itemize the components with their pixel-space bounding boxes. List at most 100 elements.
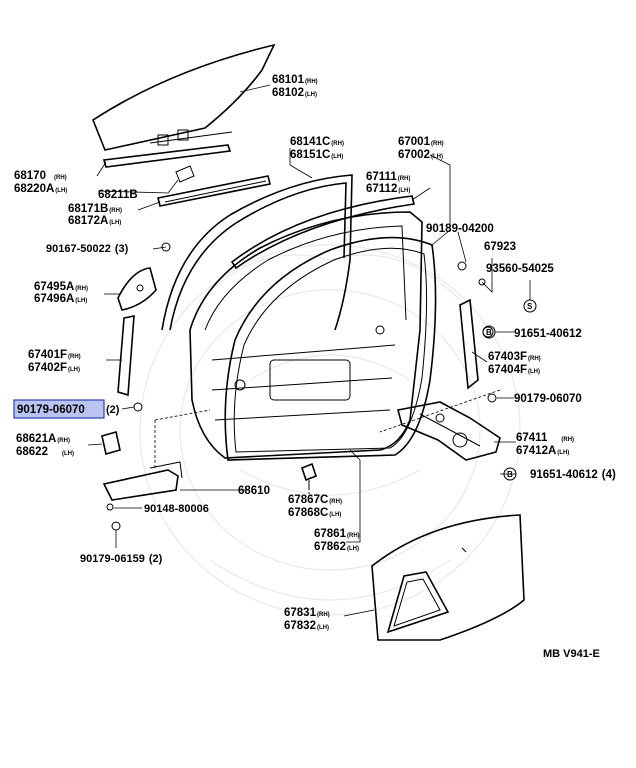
svg-text:67402F(LH): 67402F(LH) <box>28 362 80 374</box>
callout-part: 67923 <box>484 241 516 253</box>
callout-suffix: (LH) <box>55 188 67 194</box>
trim-clip[interactable] <box>301 462 317 490</box>
callout-suffix: (LH) <box>62 451 74 457</box>
callout-suffix: (2) <box>106 404 120 416</box>
callout-suffix: (RH) <box>561 437 574 443</box>
svg-text:67867C(RH): 67867C(RH) <box>288 494 342 506</box>
svg-text:68102(LH): 68102(LH) <box>272 87 317 99</box>
callout-suffix: (LH) <box>68 367 80 373</box>
door-glass[interactable] <box>92 43 276 151</box>
callout-part: 67862 <box>314 541 346 553</box>
svg-text:68101(RH): 68101(RH) <box>272 74 318 86</box>
door-glass-run[interactable] <box>161 174 353 331</box>
svg-text:90167-50022(3): 90167-50022 (3) <box>46 243 129 255</box>
callout-part: 68141C <box>290 136 330 148</box>
lower-glass-channel[interactable] <box>157 175 271 207</box>
callout-part: 67831 <box>284 607 317 619</box>
svg-text:67002(LH): 67002(LH) <box>398 149 443 161</box>
callout-suffix: (RH) <box>317 612 330 618</box>
svg-text:67112(LH): 67112(LH) <box>366 183 410 195</box>
svg-text:90179-06159(2): 90179-06159(2) <box>80 553 163 565</box>
callout-part: 67404F <box>488 364 527 376</box>
callout-suffix: (3) <box>115 243 129 255</box>
callout-part: 67861 <box>314 528 347 540</box>
callout-part: 67495A <box>34 281 74 293</box>
svg-text:B: B <box>507 470 513 479</box>
callout-suffix: (LH) <box>398 188 410 194</box>
callout-suffix: (LH) <box>317 625 329 631</box>
callout-part: 90167-50022 <box>46 243 111 255</box>
svg-text:91651-40612(4): 91651-40612 (4) <box>530 469 616 481</box>
callout-part: 67411 <box>516 432 548 444</box>
door-weatherstrip[interactable] <box>224 236 437 461</box>
svg-text:68170(RH): 68170 (RH) <box>14 170 67 182</box>
rear-lower-frame[interactable] <box>459 298 479 390</box>
callout-suffix: (RH) <box>347 533 360 539</box>
callout-suffix: (LH) <box>431 154 443 160</box>
svg-text:67404F(LH): 67404F(LH) <box>488 364 540 376</box>
callout-part: 68220A <box>14 183 54 195</box>
belt-moulding[interactable] <box>230 195 415 270</box>
svg-text:67831(RH): 67831(RH) <box>284 607 330 619</box>
leader-lines <box>87 84 531 617</box>
highlight-box <box>13 399 105 419</box>
callout-part: 90179-06159 <box>80 553 145 565</box>
callout-suffix: (RH) <box>431 141 444 147</box>
callout-part: 91651-40612 <box>514 328 582 340</box>
callout-part: 67002 <box>398 149 430 161</box>
svg-text:68151C(LH): 68151C(LH) <box>290 149 343 161</box>
callout-suffix: (LH) <box>528 369 540 375</box>
diagram-code: MB V941-E <box>543 648 600 660</box>
callout-suffix: (RH) <box>54 175 67 181</box>
door-panel-shell[interactable] <box>189 211 423 459</box>
front-lower-frame[interactable] <box>117 315 135 397</box>
callout-part: 67867C <box>288 494 328 506</box>
callout-suffix: (RH) <box>57 438 70 444</box>
callout-part: 68172A <box>68 215 108 227</box>
door-trim-board[interactable] <box>371 514 525 641</box>
door-check-assembly[interactable] <box>102 461 183 501</box>
callout-part: 68621A <box>16 433 56 445</box>
fastener-group[interactable] <box>106 242 497 531</box>
callout-part: 68211B <box>98 189 138 201</box>
svg-text:68141C(RH): 68141C(RH) <box>290 136 344 148</box>
callout-suffix: (4) <box>602 469 616 481</box>
callout-part: 68610 <box>238 485 270 497</box>
callout-suffix: (LH) <box>75 298 87 304</box>
callout-suffix: (LH) <box>557 450 569 456</box>
callout-part: 68151C <box>290 149 330 161</box>
callout-part: 67401F <box>28 349 67 361</box>
door-hinge[interactable] <box>101 430 121 456</box>
svg-text:67832(LH): 67832(LH) <box>284 620 329 632</box>
callout-part: 68102 <box>272 87 304 99</box>
callout-suffix: (LH) <box>305 92 317 98</box>
highlighted-part-number[interactable]: 90179-06070 <box>17 404 85 416</box>
callout-part: 68170 <box>14 170 46 182</box>
callout-part: 67403F <box>488 351 527 363</box>
callout-part: 67111 <box>366 171 397 183</box>
svg-text:67495A(RH): 67495A(RH) <box>34 281 88 293</box>
glass-run-channel[interactable] <box>102 144 232 183</box>
svg-text:68220A(LH): 68220A(LH) <box>14 183 67 195</box>
callout-part: 67112 <box>366 183 397 195</box>
callout-labels: 68101(RH) 68102(LH) 68141C(RH) 68151C(LH… <box>14 74 616 660</box>
callout-suffix: (RH) <box>331 141 344 147</box>
window-regulator[interactable] <box>397 401 501 461</box>
callout-suffix: (RH) <box>329 499 342 505</box>
callout-suffix: (RH) <box>75 286 88 292</box>
svg-text:67868C(LH): 67868C(LH) <box>288 507 341 519</box>
callout-part: 91651-40612 <box>530 469 598 481</box>
callout-part: 67001 <box>398 136 431 148</box>
callout-part: 90179-06070 <box>514 393 582 405</box>
svg-text:67862(LH): 67862(LH) <box>314 541 359 553</box>
callout-part: 67832 <box>284 620 316 632</box>
svg-text:67111(RH): 67111(RH) <box>366 171 410 183</box>
callout-suffix: (LH) <box>329 512 341 518</box>
svg-text:68622(LH): 68622(LH) <box>16 446 74 458</box>
svg-text:67411(RH): 67411 (RH) <box>516 432 574 444</box>
svg-text:67401F(RH): 67401F(RH) <box>28 349 81 361</box>
svg-text:S: S <box>527 302 533 311</box>
mirror-base-cover[interactable] <box>117 267 157 311</box>
svg-text:67861(RH): 67861(RH) <box>314 528 360 540</box>
